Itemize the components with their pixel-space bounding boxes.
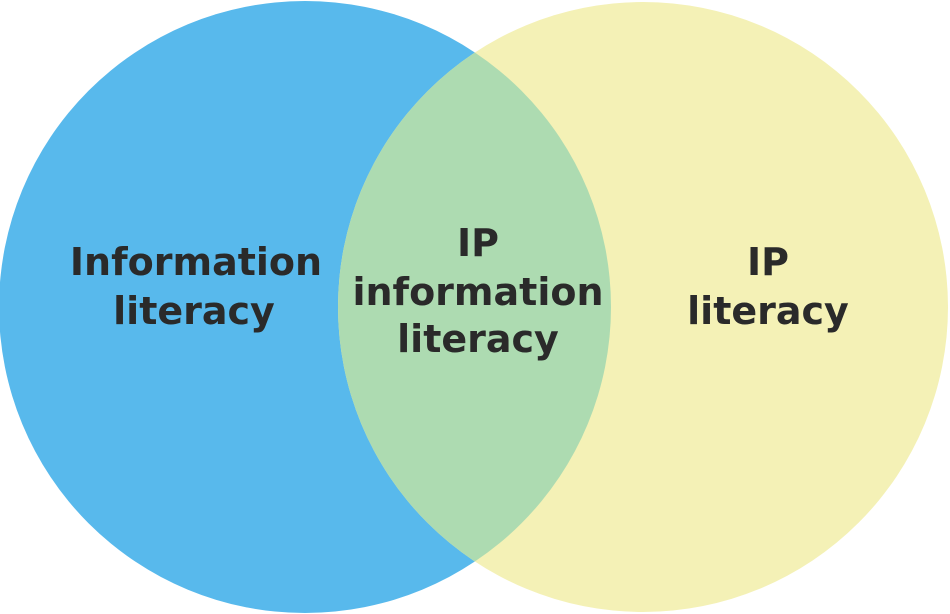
- overlap-label-line-1: IP: [457, 221, 499, 265]
- overlap-region: [338, 2, 611, 612]
- right-label-line-1: IP: [747, 240, 789, 284]
- overlap-label-line-3: literacy: [397, 317, 559, 361]
- right-label-line-2: literacy: [687, 289, 849, 333]
- overlap-label-line-2: information: [352, 270, 603, 314]
- left-label-line-2: literacy: [113, 289, 275, 333]
- left-label-line-1: Information: [70, 240, 322, 284]
